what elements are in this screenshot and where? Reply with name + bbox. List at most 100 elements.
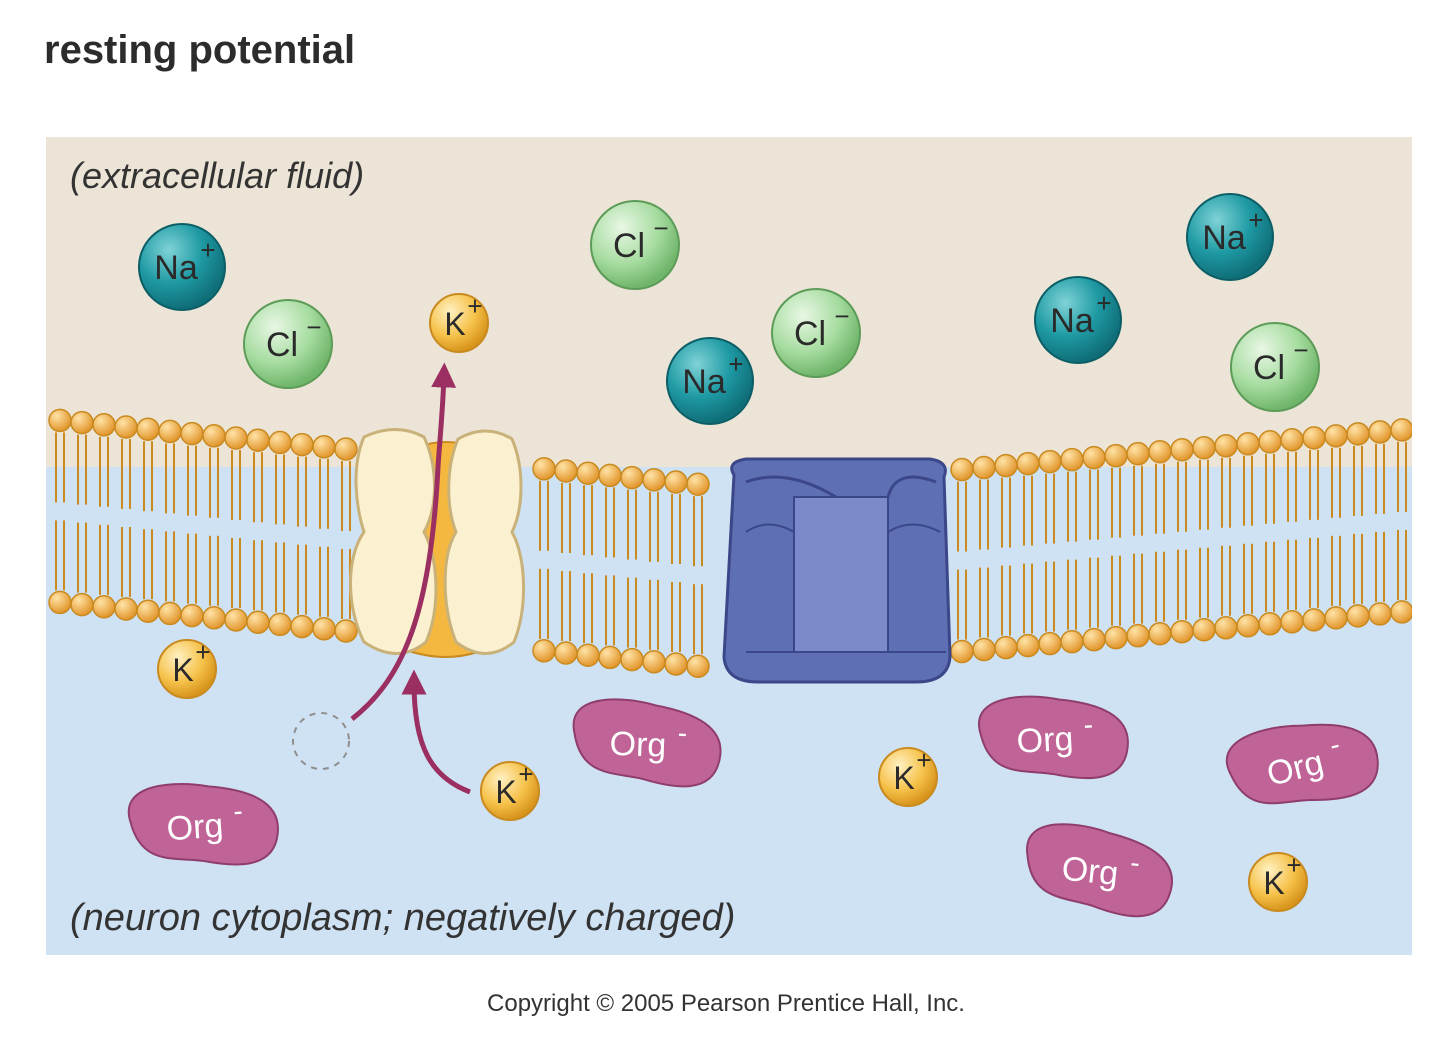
potassium-ion-body	[1248, 852, 1308, 912]
potassium-ion: K+	[429, 291, 489, 353]
organic-anion-charge: -	[1129, 847, 1142, 879]
lipid-head	[1214, 616, 1238, 640]
lipid-head	[202, 424, 226, 448]
potassium-ion-body	[429, 293, 489, 353]
sodium-potassium-pump	[722, 457, 952, 684]
potassium-charge: +	[518, 759, 533, 789]
lipid-head	[620, 647, 644, 672]
lipid-head	[202, 606, 226, 630]
lipid-head	[1280, 428, 1304, 452]
lipid-head	[642, 650, 666, 674]
sodium-charge: +	[1248, 205, 1263, 235]
lipid-head	[1236, 614, 1260, 638]
lipid-head	[1302, 426, 1326, 450]
lipid-head	[334, 619, 358, 643]
sodium-charge: +	[728, 349, 743, 379]
sodium-ion: Na+	[666, 337, 754, 425]
membrane-figure: Na+Na+Na+Na+Cl−Cl−Cl−Cl−K+K+K+K+K+Org-Or…	[46, 137, 1412, 955]
potassium-charge: +	[467, 291, 482, 321]
potassium-symbol: K	[495, 774, 516, 810]
potassium-symbol: K	[1263, 865, 1284, 901]
organic-anion-body	[978, 695, 1129, 780]
lipid-head	[1104, 443, 1128, 468]
lipid-head	[1016, 633, 1040, 658]
chloride-charge: −	[653, 213, 668, 243]
chloride-charge: −	[834, 301, 849, 331]
lipid-head	[1104, 625, 1128, 650]
lipid-head	[1082, 445, 1106, 470]
sodium-charge: +	[200, 235, 215, 265]
lipid-head	[620, 465, 644, 490]
lipid-head	[158, 419, 182, 444]
lipid-head	[972, 455, 996, 480]
chloride-ion-body	[243, 299, 333, 389]
potassium-charge: +	[1286, 850, 1301, 880]
lipid-head	[180, 421, 204, 446]
lipid-head	[334, 437, 358, 461]
cytoplasm-label: (neuron cytoplasm; negatively charged)	[70, 897, 736, 939]
chloride-symbol: Cl	[794, 315, 826, 353]
lipid-head	[1148, 439, 1172, 464]
lipid-head	[48, 590, 72, 615]
lipid-head	[1192, 617, 1216, 642]
lipid-head	[1192, 435, 1216, 460]
extracellular-fluid-label: (extracellular fluid)	[70, 155, 365, 196]
potassium-ion: K+	[157, 637, 217, 699]
organic-anion-charge: -	[1083, 709, 1094, 740]
potassium-symbol: K	[172, 652, 193, 688]
lipid-head	[1346, 604, 1370, 628]
organic-anion-charge: -	[232, 795, 243, 827]
potassium-channel	[349, 428, 526, 658]
lipid-head	[554, 459, 578, 483]
potassium-ion: K+	[480, 759, 540, 821]
chloride-charge: −	[1293, 335, 1308, 365]
lipid-head	[70, 592, 94, 617]
lipid-head	[1038, 631, 1062, 656]
sodium-ion: Na+	[1186, 193, 1274, 281]
potassium-charge: +	[916, 745, 931, 775]
potassium-charge: +	[195, 637, 210, 667]
lipid-head	[642, 468, 666, 492]
sodium-ion-body	[666, 337, 754, 425]
lipid-head	[180, 603, 204, 628]
lipid-head	[246, 428, 270, 452]
lipid-head	[246, 610, 270, 634]
potassium-ion: K+	[1248, 850, 1308, 912]
organic-anion-body	[127, 782, 279, 866]
chloride-ion: Cl−	[243, 299, 333, 389]
lipid-head	[686, 654, 710, 678]
lipid-head	[1126, 441, 1150, 466]
lipid-head	[312, 435, 336, 459]
lipid-head	[1060, 629, 1084, 654]
lipid-head	[994, 453, 1018, 478]
lipid-head	[1324, 606, 1348, 630]
lipid-head	[532, 639, 556, 663]
lipid-head	[1368, 602, 1392, 626]
lipid-head	[576, 461, 600, 485]
lipid-head	[158, 601, 182, 626]
organic-anion: Org-	[127, 782, 279, 866]
diagram-title: resting potential	[44, 28, 356, 72]
lipid-head	[950, 639, 974, 664]
chloride-ion-body	[590, 200, 680, 290]
organic-anion: Org-	[572, 698, 722, 788]
lipid-head	[576, 643, 600, 667]
chloride-ion: Cl−	[590, 200, 680, 290]
lipid-head	[1346, 422, 1370, 446]
chloride-ion: Cl−	[771, 288, 861, 378]
lipid-head	[686, 472, 710, 496]
lipid-head	[1016, 451, 1040, 476]
organic-anion-symbol: Org	[165, 806, 224, 848]
potassium-ion-body	[878, 747, 938, 807]
lipid-head	[598, 463, 622, 488]
chloride-symbol: Cl	[1253, 349, 1285, 387]
lipid-head	[114, 415, 138, 439]
lipid-head	[114, 597, 138, 621]
lipid-head	[92, 595, 116, 619]
sodium-ion: Na+	[138, 223, 226, 311]
lipid-head	[1258, 430, 1282, 454]
sodium-symbol: Na	[154, 249, 198, 287]
lipid-head	[1170, 619, 1194, 644]
lipid-head	[554, 641, 578, 665]
potassium-ion-body	[480, 761, 540, 821]
